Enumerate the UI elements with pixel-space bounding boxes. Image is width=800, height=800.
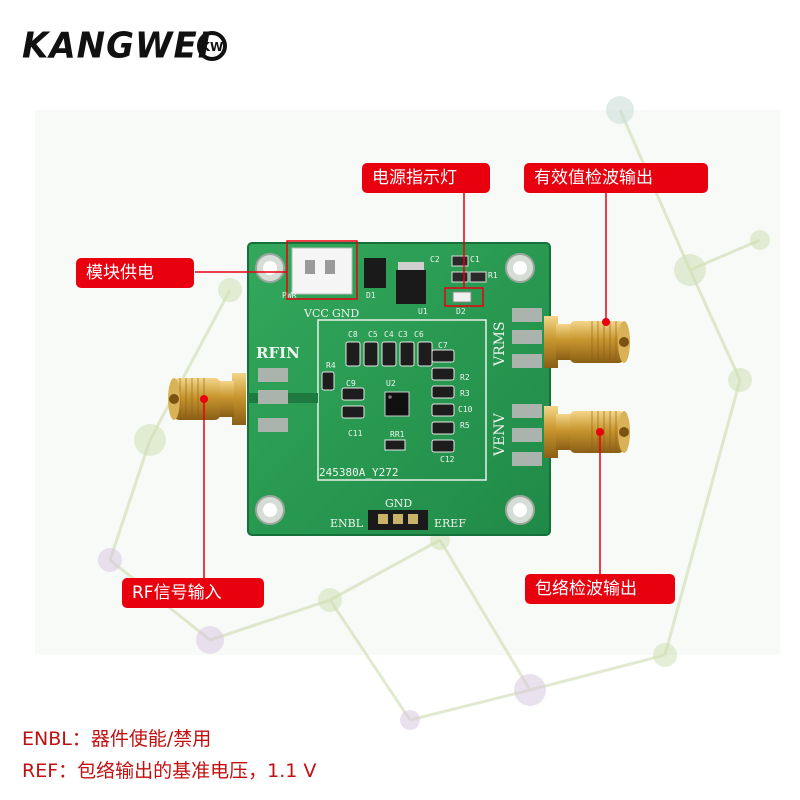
silk-pwr: PWR (282, 291, 297, 300)
silk-venv: VENV (492, 412, 508, 457)
callout-rms-output: 有效值检波输出 (524, 163, 708, 193)
silk-gnd-bottom: GND (385, 497, 412, 510)
note-ref: REF：包络输出的基准电压，1.1 V (22, 760, 317, 782)
svg-text:KW: KW (201, 40, 224, 54)
silk-enbl: ENBL (330, 517, 364, 530)
silk-d2: D2 (456, 307, 466, 316)
note-enbl: ENBL：器件使能/禁用 (22, 728, 212, 750)
silk-c5: C5 (368, 330, 378, 339)
power-connector (291, 247, 353, 295)
detector-ic-u2 (384, 391, 410, 417)
led-d2 (452, 291, 472, 303)
highlight-power-connector (286, 240, 358, 300)
silk-part-number: 245380A_Y272 (319, 466, 398, 479)
silk-c8: C8 (348, 330, 358, 339)
resistor-stack (431, 349, 455, 453)
silk-u2: U2 (386, 379, 396, 388)
leader-lines (195, 193, 607, 580)
silk-eref: EREF (434, 517, 466, 530)
pads-left (258, 368, 288, 432)
regulator-u1 (396, 270, 426, 304)
brand-logo-mark: KW (197, 31, 227, 61)
header-pins (368, 510, 428, 530)
silk-c6: C6 (414, 330, 424, 339)
silk-r5: R5 (460, 421, 470, 430)
silk-r2: R2 (460, 373, 470, 382)
silk-rfin: RFIN (256, 344, 300, 362)
diode-d1 (364, 258, 386, 288)
leader-dots (200, 318, 610, 436)
callout-rf-input: RF信号输入 (122, 578, 264, 608)
cap-row (345, 341, 433, 367)
callout-power-led: 电源指示灯 (362, 163, 490, 193)
silk-vrms: VRMS (492, 321, 508, 367)
sma-rfin-connector (168, 373, 246, 425)
network-nodes (98, 96, 770, 730)
silk-c12: C12 (440, 455, 455, 464)
silk-r3: R3 (460, 389, 470, 398)
silk-rr1: RR1 (390, 430, 405, 439)
silk-c1: C1 (470, 255, 480, 264)
pads-right (512, 308, 542, 466)
silk-u1: U1 (418, 307, 428, 316)
silk-c11: C11 (348, 429, 363, 438)
pcb-board (247, 242, 551, 536)
brand-logo: KANGWEI (22, 25, 212, 67)
cap-c2 (451, 255, 469, 267)
res-r1 (469, 271, 487, 283)
silk-vcc: VCC (303, 307, 329, 320)
silk-c4: C4 (384, 330, 394, 339)
silk-c10: C10 (458, 405, 473, 414)
silk-c2: C2 (430, 255, 440, 264)
left-parts (321, 371, 365, 419)
silk-r1: R1 (488, 271, 498, 280)
silk-c3: C3 (398, 330, 408, 339)
silk-c7: C7 (438, 341, 448, 350)
network-decoration (108, 109, 761, 722)
silk-d1: D1 (366, 291, 376, 300)
callout-envelope-output: 包络检波输出 (525, 574, 675, 604)
silk-gnd-top: GND (332, 307, 359, 320)
sma-vrms-connector (544, 316, 630, 368)
silk-c9: C9 (346, 379, 356, 388)
res-rr1 (384, 439, 406, 451)
silk-r4: R4 (326, 361, 336, 370)
sma-venv-connector (544, 406, 630, 458)
callout-module-power: 模块供电 (76, 258, 194, 288)
cap-c1 (451, 271, 469, 283)
